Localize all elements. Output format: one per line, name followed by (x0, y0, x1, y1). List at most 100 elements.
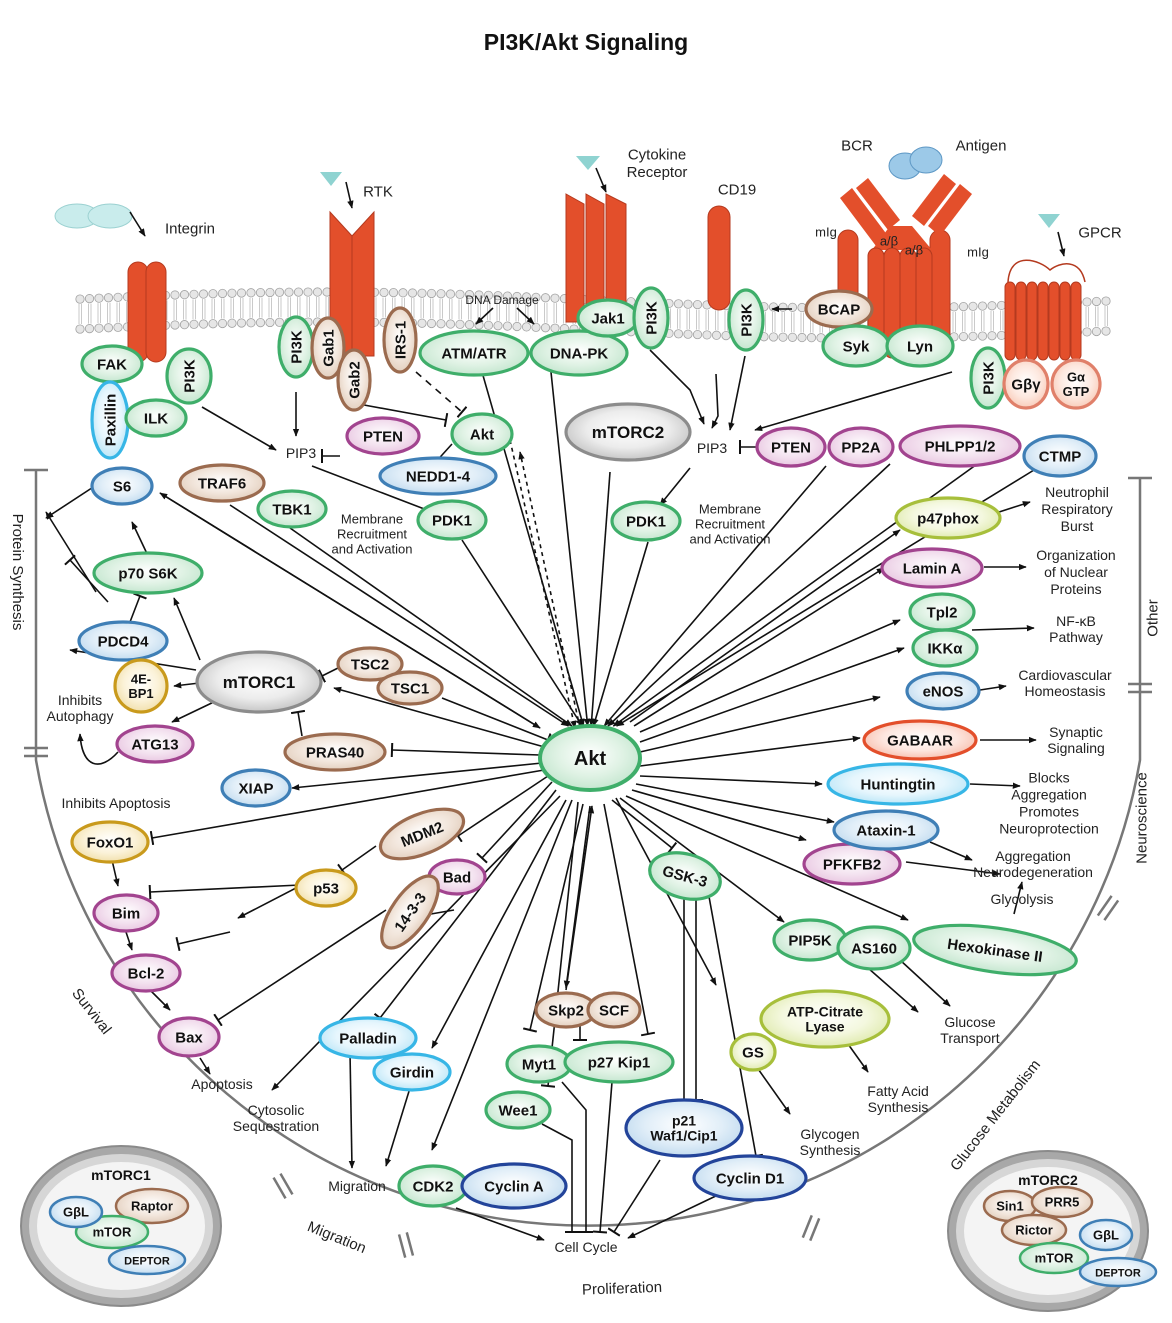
node-bcl2[interactable]: Bcl-2 (110, 953, 182, 993)
node-wee1[interactable]: Wee1 (484, 1090, 552, 1130)
node-atg13[interactable]: ATG13 (115, 724, 195, 764)
node-tbk1[interactable]: TBK1 (256, 489, 328, 529)
node-p47phox[interactable]: p47phox (894, 496, 1002, 540)
node-hexokinase[interactable]: Hexokinase II (911, 917, 1080, 983)
node-pi3k-cd19[interactable]: PI3K (727, 288, 765, 352)
label-cell-cycle: Cell Cycle (554, 1239, 617, 1255)
node-pten-left[interactable]: PTEN (345, 416, 421, 456)
node-bax[interactable]: Bax (157, 1016, 221, 1058)
node-myt1[interactable]: Myt1 (505, 1044, 573, 1084)
node-cyclina[interactable]: Cyclin A (460, 1162, 568, 1210)
edge (345, 181, 354, 209)
node-atm-atr[interactable]: ATM/ATR (418, 329, 530, 377)
node-gs[interactable]: GS (729, 1032, 777, 1072)
node-ataxin[interactable]: Ataxin-1 (832, 809, 940, 851)
edge (627, 1193, 721, 1239)
edge (311, 465, 441, 516)
node-pi3k-gpcr[interactable]: PI3K (969, 346, 1007, 410)
node-pi3k-cyto[interactable]: PI3K (632, 286, 670, 350)
node-label: 4E-BP1 (128, 672, 153, 701)
node-pip5k[interactable]: PIP5K (772, 918, 848, 962)
node-gab1[interactable]: Gab1 (310, 316, 346, 380)
node-pp2a[interactable]: PP2A (827, 426, 895, 468)
node-s6[interactable]: S6 (90, 466, 154, 506)
node-bcap[interactable]: BCAP (804, 289, 874, 329)
node-pras40[interactable]: PRAS40 (283, 732, 387, 772)
node-cdk2[interactable]: CDK2 (397, 1164, 469, 1208)
node-mdm2[interactable]: MDM2 (374, 799, 471, 869)
node-girdin[interactable]: Girdin (372, 1052, 452, 1092)
node-as160[interactable]: AS160 (836, 925, 912, 971)
node-bim[interactable]: Bim (92, 893, 160, 933)
node-label: Lamin A (903, 560, 962, 577)
node-label: TBK1 (272, 501, 311, 518)
node-pten-right[interactable]: PTEN (755, 426, 827, 468)
inset-component-gbl: GβL (48, 1195, 104, 1229)
node-pi3k-integrin[interactable]: PI3K (165, 347, 213, 405)
node-pdk1-left[interactable]: PDK1 (416, 499, 488, 541)
edge (629, 529, 901, 723)
node-foxo1[interactable]: FoxO1 (70, 820, 150, 864)
node-label: Ataxin-1 (856, 822, 915, 839)
node-syk[interactable]: Syk (821, 324, 891, 368)
node-akt-small[interactable]: Akt (450, 412, 514, 456)
node-label: PIP5K (788, 932, 832, 949)
node-p53[interactable]: p53 (294, 868, 358, 908)
section-break (272, 1172, 294, 1200)
label-pip3-left: PIP3 (286, 445, 317, 461)
node-xiap[interactable]: XIAP (220, 768, 292, 808)
node-irs1[interactable]: IRS-1 (382, 306, 418, 374)
node-bad[interactable]: Bad (427, 858, 487, 896)
edge (541, 1123, 579, 1233)
node-gsk3[interactable]: GSK-3 (645, 845, 726, 906)
node-lamina[interactable]: Lamin A (880, 547, 984, 589)
edge (899, 959, 951, 1007)
node-phlpp[interactable]: PHLPP1/2 (898, 424, 1022, 468)
node-skp2[interactable]: Skp2 (534, 991, 598, 1029)
node-lyn[interactable]: Lyn (885, 324, 955, 368)
node-ikka[interactable]: IKKα (911, 628, 979, 668)
node-mtorc2[interactable]: mTORC2 (564, 402, 692, 462)
node-dna-pk[interactable]: DNA-PK (529, 329, 629, 377)
node-tsc1[interactable]: TSC1 (376, 670, 444, 706)
node-pdcd4[interactable]: PDCD4 (77, 620, 169, 662)
node-gab2[interactable]: Gab2 (336, 348, 372, 412)
node-fak[interactable]: FAK (80, 344, 144, 384)
label-ab-right: a/β (905, 243, 923, 258)
node-ebp1[interactable]: 4E-BP1 (113, 658, 169, 714)
node-palladin[interactable]: Palladin (318, 1016, 418, 1060)
edge (173, 597, 201, 661)
node-label: Gβγ (1011, 376, 1041, 393)
node-scf[interactable]: SCF (586, 991, 642, 1029)
node-p70s6k[interactable]: p70 S6K (92, 551, 204, 595)
node-huntingtin[interactable]: Huntingtin (826, 762, 970, 806)
node-paxillin[interactable]: Paxillin (90, 380, 130, 460)
node-label: Palladin (339, 1030, 397, 1047)
node-mtorc1[interactable]: mTORC1 (195, 650, 323, 714)
node-pi3k-rtk[interactable]: PI3K (277, 315, 315, 379)
label-integrin: Integrin (165, 220, 215, 237)
node-gbg[interactable]: Gβγ (1002, 358, 1050, 410)
node-nedd[interactable]: NEDD1-4 (378, 456, 498, 496)
node-ctmp[interactable]: CTMP (1022, 434, 1098, 478)
node-ilk[interactable]: ILK (124, 398, 188, 438)
node-tpl2[interactable]: Tpl2 (908, 592, 976, 632)
node-tsc2[interactable]: TSC2 (336, 646, 404, 682)
node-label: Skp2 (548, 1002, 584, 1019)
node-p27[interactable]: p27 Kip1 (563, 1040, 675, 1084)
node-label: CDK2 (413, 1178, 454, 1195)
node-enos[interactable]: eNOS (905, 671, 981, 711)
node-pdk1-right[interactable]: PDK1 (610, 500, 682, 542)
node-traf6[interactable]: TRAF6 (178, 463, 266, 503)
node-gabaar[interactable]: GABAAR (862, 719, 978, 761)
node-jak1[interactable]: Jak1 (576, 298, 640, 338)
edge (1013, 881, 1024, 915)
node-label: GABAAR (887, 732, 953, 749)
node-cyclind1[interactable]: Cyclin D1 (692, 1154, 808, 1202)
node-akt[interactable]: Akt (538, 724, 642, 792)
